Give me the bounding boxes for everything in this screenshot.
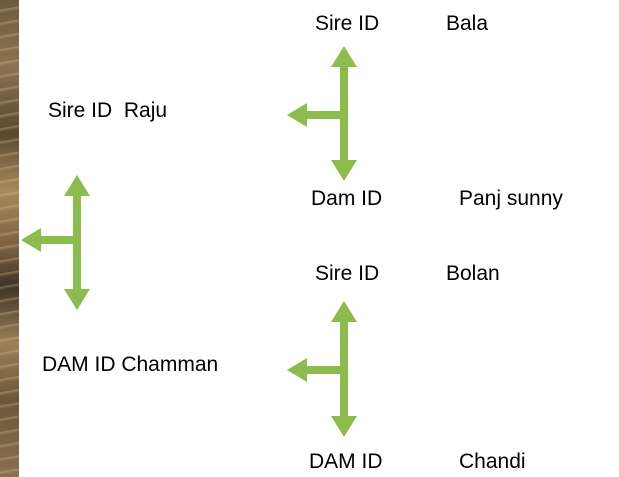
bottom-dam-name: Chandi: [459, 450, 526, 473]
top-dam-caption: Dam ID: [311, 187, 383, 210]
bottom-pedigree-connector: [287, 301, 357, 437]
top-sire-caption: Sire ID: [315, 12, 380, 35]
background-photo-strip: [0, 0, 19, 477]
arrow-down-to-dam-chandi: [331, 416, 357, 437]
top-sire-name: Bala: [446, 12, 489, 35]
top-pedigree-connector: [287, 46, 357, 181]
dam-chamman-label: DAM ID Chamman: [42, 353, 219, 376]
arrow-down-to-dam-chamman: [64, 289, 90, 310]
bottom-sire-caption: Sire ID: [315, 262, 380, 285]
bottom-sire-name: Bolan: [446, 262, 500, 285]
bottom-dam-caption: DAM ID: [309, 450, 383, 473]
sire-raju-label: Sire ID Raju: [48, 99, 168, 122]
arrow-down-to-dam-panj-sunny: [331, 160, 357, 181]
arrow-up-to-sire-bolan: [331, 301, 357, 416]
arrow-left-to-dam-chamman: [287, 358, 344, 382]
top-dam-name: Panj sunny: [459, 187, 563, 210]
arrow-left-to-photo: [21, 228, 77, 252]
arrow-left-to-sire-raju: [287, 103, 344, 127]
arrow-up-to-sire-bala: [331, 46, 357, 160]
left-pedigree-connector: [21, 175, 90, 310]
